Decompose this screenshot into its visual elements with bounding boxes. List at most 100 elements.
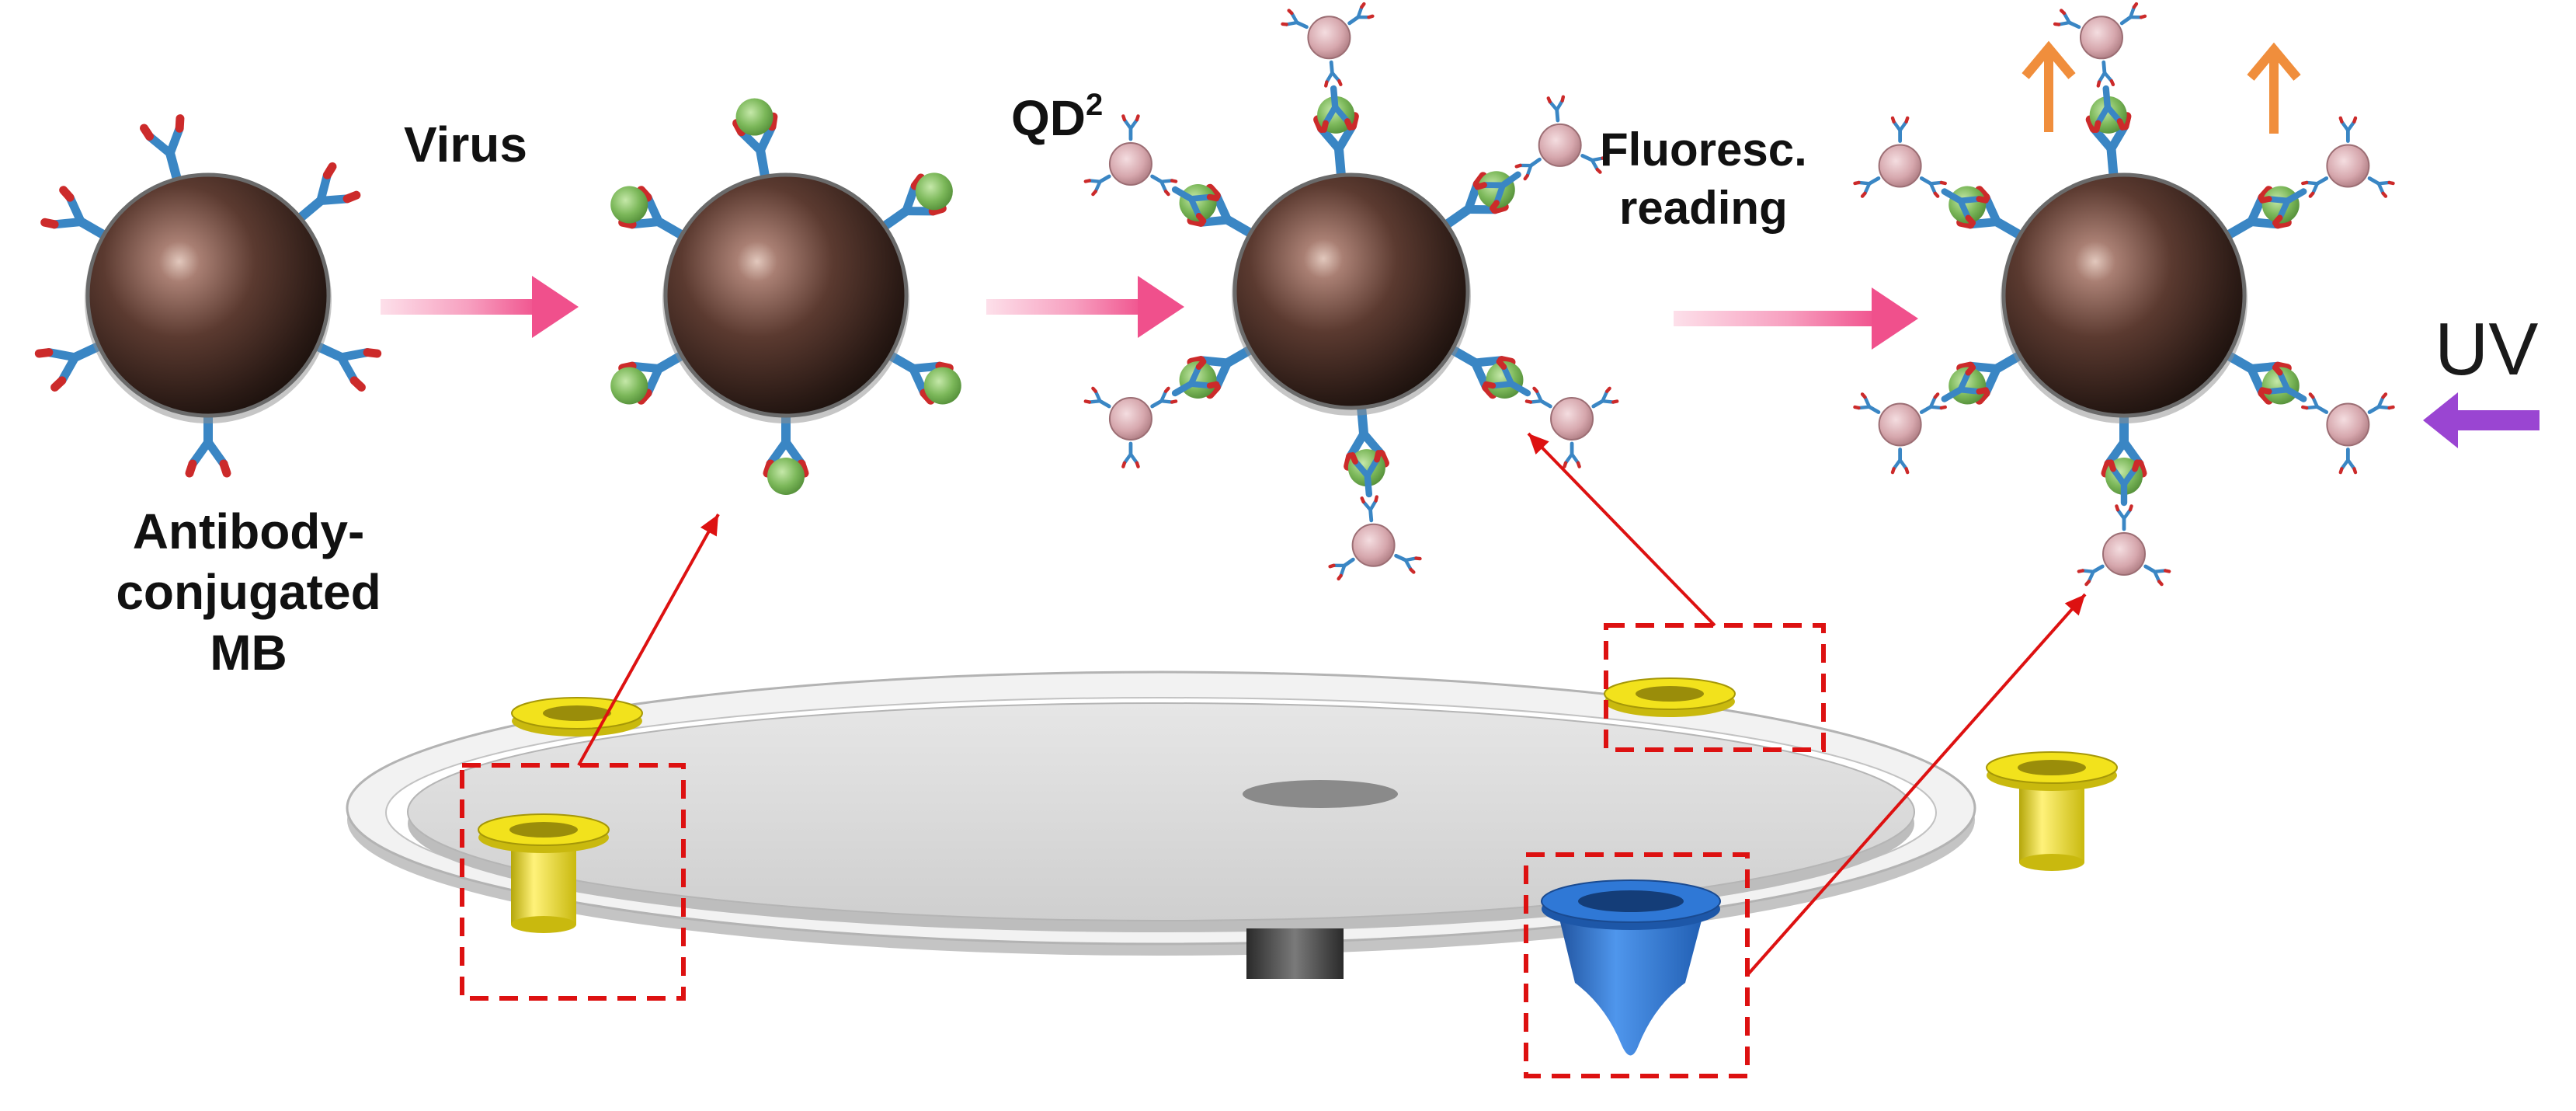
virus-particle — [1179, 184, 1217, 221]
qd-label-superscript: 2 — [1086, 88, 1104, 122]
quantum-dot — [1307, 16, 1351, 60]
qd-antibody — [1362, 497, 1379, 521]
qd-antibody — [2079, 560, 2106, 584]
centrifugal-disc — [346, 670, 2118, 1056]
emission-arrow-left — [2022, 40, 2076, 132]
mb-label-line2: conjugated — [116, 564, 381, 621]
pointer-to-fluorescence-stage — [1746, 593, 2087, 977]
qd-antibody — [2341, 118, 2355, 141]
qd-antibody — [2341, 450, 2355, 473]
magnetic-bead — [663, 172, 909, 418]
qd2-step-label: QD2 — [1011, 87, 1103, 148]
quantum-dot — [2326, 144, 2370, 188]
bead-stage-fluorescence — [1855, 4, 2393, 584]
yellow-chamber-right — [1986, 751, 2118, 871]
qd-antibody — [1283, 11, 1310, 34]
disc-hub — [1246, 928, 1344, 979]
qd-antibody — [1918, 172, 1945, 196]
disc-platform — [407, 702, 1915, 921]
virus-particle — [610, 367, 648, 405]
highlight-box-blue-chamber — [1524, 852, 1750, 1078]
disc-center-hole — [1243, 780, 1398, 808]
qd-antibody — [1330, 553, 1358, 579]
blue-detection-chamber — [1541, 879, 1721, 1056]
fluorescence-label-line1: Fluoresc. — [1600, 124, 1807, 176]
yellow-chamber-top-right — [1604, 677, 1736, 717]
quantum-dot — [1550, 397, 1594, 441]
qd-antibody — [1564, 444, 1579, 467]
quantum-dot — [1108, 397, 1152, 441]
antibody-mb-label: Antibody- conjugated MB — [85, 501, 412, 683]
qd-antibody — [2096, 61, 2113, 85]
qd-antibody — [1149, 170, 1176, 194]
qd-antibody — [2142, 560, 2169, 584]
mb-label-line3: MB — [210, 625, 287, 681]
fluorescence-label-line2: reading — [1619, 182, 1788, 234]
qd-antibody — [1855, 172, 1882, 196]
highlight-box-top-right-chamber — [1604, 623, 1826, 752]
antibody — [144, 119, 196, 184]
qd-antibody — [2303, 172, 2330, 196]
qd-antibody — [1893, 118, 1907, 141]
virus-particle — [767, 458, 805, 495]
qd-antibody — [1345, 4, 1372, 30]
qd-antibody — [2118, 4, 2145, 30]
quantum-dot — [1538, 123, 1582, 167]
bead-stage-antibody-mb — [39, 119, 377, 473]
virus-particle — [1949, 367, 1987, 405]
virus-particle — [1179, 361, 1217, 399]
quantum-dot — [1108, 142, 1152, 186]
qd-antibody — [2303, 394, 2330, 418]
emission-arrow-right — [2247, 42, 2301, 134]
qd-antibody — [2366, 394, 2393, 418]
qd-antibody — [2366, 172, 2393, 196]
virus-particle — [2261, 186, 2300, 224]
quantum-dot — [2102, 532, 2146, 576]
qd-antibody — [1086, 170, 1113, 194]
qd-antibody — [2116, 506, 2131, 529]
virus-particle — [610, 186, 648, 224]
pointer-to-qd2-stage — [1527, 432, 1716, 627]
quantum-dot — [2326, 402, 2370, 447]
qd-antibody — [1590, 388, 1617, 413]
fluorescence-step-label: Fluoresc. reading — [1600, 120, 1807, 237]
magnetic-bead — [85, 172, 331, 418]
qd-antibody — [1086, 388, 1113, 413]
arrow-qd2-step — [986, 276, 1184, 338]
uv-label: UV — [2435, 308, 2539, 391]
quantum-dot — [1878, 402, 1922, 447]
quantum-dot — [2079, 16, 2123, 60]
qd-antibody — [2055, 11, 2082, 34]
chamber-pointers — [460, 432, 2087, 1078]
qd-antibody — [1855, 394, 1882, 418]
bead-stages — [39, 4, 2393, 584]
qd-antibody — [1324, 61, 1341, 85]
qd-antibody — [1393, 549, 1420, 573]
qd-antibody — [1123, 444, 1138, 467]
virus-particle — [1949, 186, 1987, 224]
bead-stage-virus-capture — [610, 98, 961, 495]
quantum-dot — [1351, 523, 1396, 567]
qd-antibody — [1149, 388, 1176, 413]
quantum-dot — [1878, 144, 1922, 188]
process-arrows — [381, 40, 2539, 448]
virus-step-label: Virus — [404, 117, 527, 172]
arrow-virus-step — [381, 276, 579, 338]
magnetic-bead — [2001, 172, 2247, 418]
antibody — [189, 416, 227, 473]
virus-particle — [923, 367, 961, 405]
qd-antibody — [1527, 388, 1554, 413]
uv-excitation-arrow — [2423, 392, 2539, 448]
magnetic-bead — [1232, 172, 1470, 410]
bead-stage-qd2-labeled — [1086, 4, 1617, 579]
qd-antibody — [1893, 450, 1907, 473]
qd-antibody — [1123, 116, 1138, 139]
virus-particle — [1486, 361, 1524, 399]
virus-particle — [915, 172, 953, 211]
qd-antibody — [1549, 97, 1566, 121]
pointer-to-virus-capture — [577, 514, 720, 766]
virus-particle — [735, 98, 773, 136]
highlight-box-left-chamber — [460, 763, 686, 1001]
